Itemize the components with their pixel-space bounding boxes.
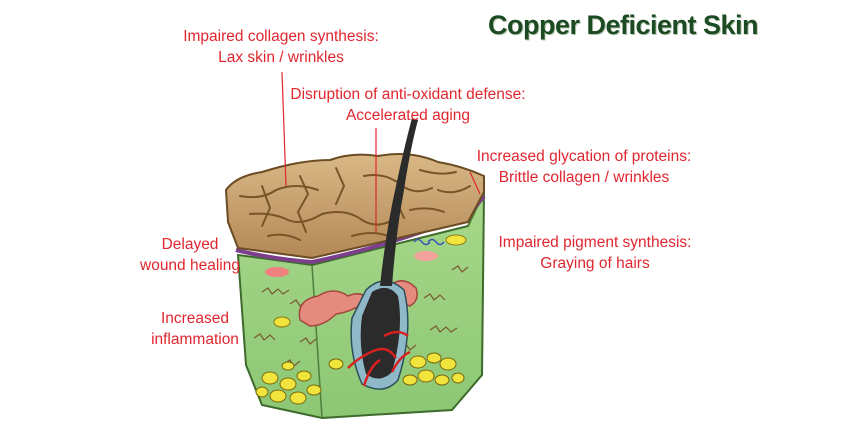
annotation-pigment: Impaired pigment synthesis: Graying of h… (490, 232, 700, 274)
annotation-line: Brittle collagen / wrinkles (498, 169, 670, 186)
blood-vessels (347, 330, 411, 387)
annotation-antioxidant-disruption: Disruption of anti-oxidant defense: Acce… (280, 84, 536, 126)
annotation-line: Impaired pigment synthesis: (498, 234, 692, 251)
diagram-title: Copper Deficient Skin (488, 10, 759, 40)
dermal-cells (265, 234, 467, 328)
hair-shaft (380, 118, 418, 286)
annotation-glycation: Increased glycation of proteins: Brittle… (466, 146, 702, 188)
annotation-line: Impaired collagen synthesis: (183, 28, 379, 45)
annotation-line: Disruption of anti-oxidant defense: (290, 86, 526, 103)
annotation-line: wound healing (140, 257, 240, 274)
annotation-line: inflammation (151, 331, 239, 348)
collagen-fibers (253, 265, 469, 367)
annotation-line: Lax skin / wrinkles (218, 49, 344, 66)
annotation-impaired-collagen: Impaired collagen synthesis: Lax skin / … (170, 26, 392, 68)
annotation-line: Graying of hairs (540, 255, 650, 272)
annotation-leader-lines (281, 71, 481, 232)
hair-follicle (350, 280, 409, 390)
annotation-wound-healing: Delayed wound healing (130, 234, 250, 276)
epidermis-layer (224, 153, 485, 260)
annotation-inflammation: Increased inflammation (140, 308, 250, 350)
fat-cells (255, 352, 465, 405)
annotation-line: Increased glycation of proteins: (476, 148, 692, 165)
annotation-line: Accelerated aging (345, 107, 471, 124)
annotation-line: Increased (160, 310, 230, 327)
annotation-line: Delayed (161, 236, 219, 253)
